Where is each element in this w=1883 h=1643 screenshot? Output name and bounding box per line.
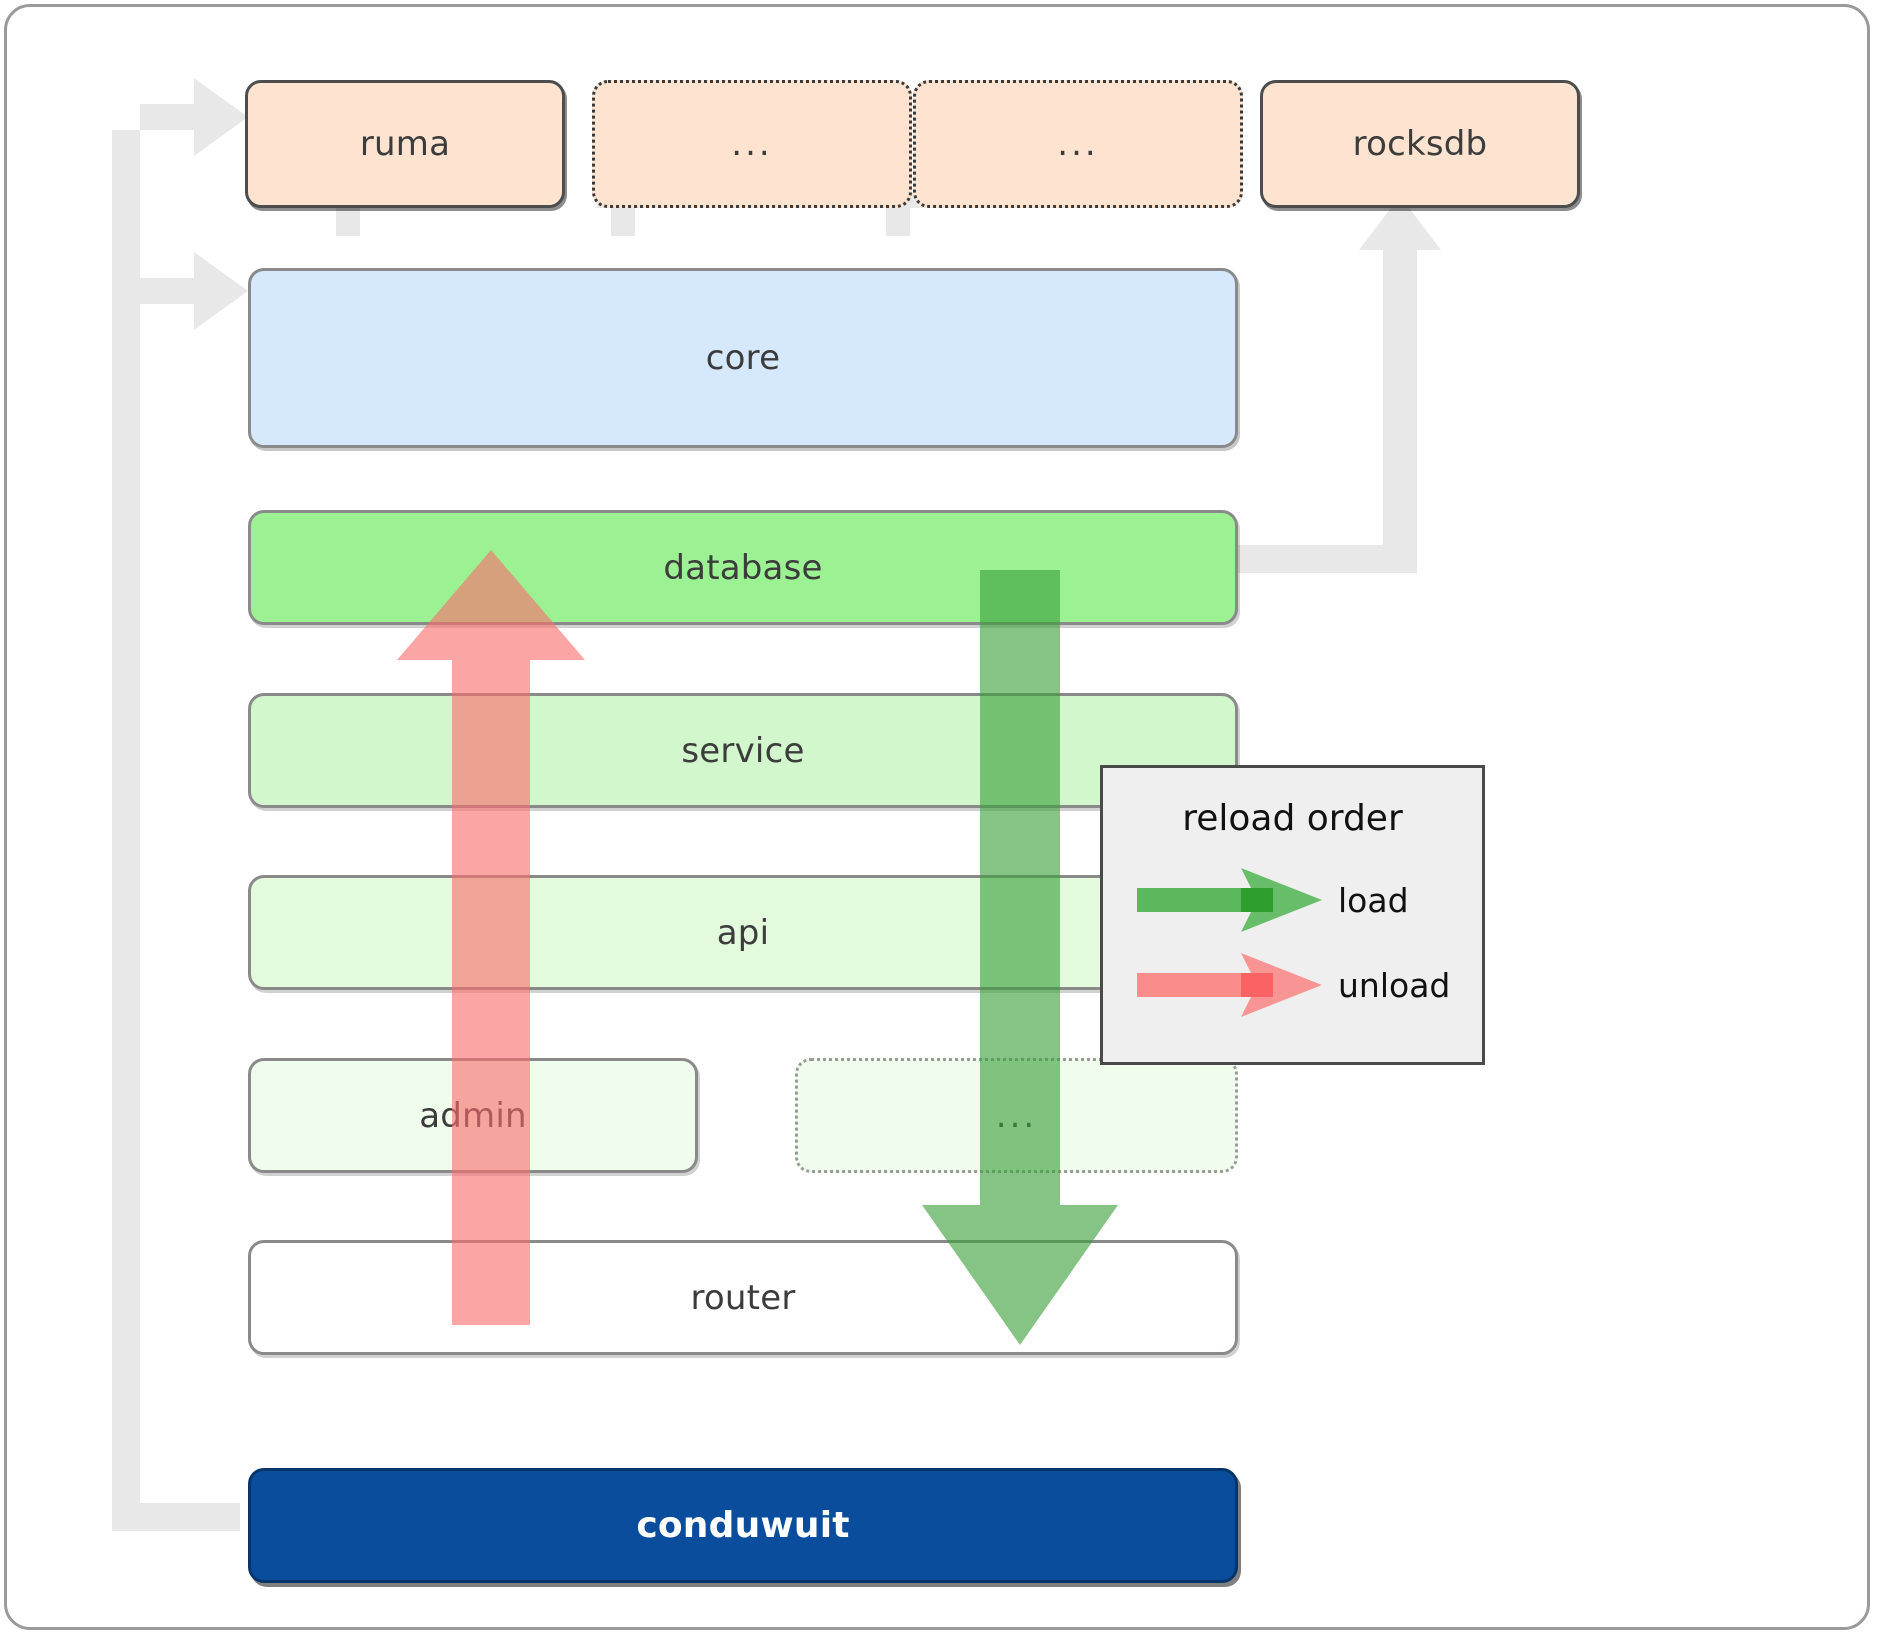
- module-label: api: [716, 912, 770, 953]
- legend-entry-load: load: [1137, 868, 1467, 932]
- diagram-frame: [4, 4, 1870, 1630]
- module-label: service: [681, 730, 805, 771]
- dependency-box-placeholder-1[interactable]: ...: [592, 80, 912, 208]
- dependency-label: ...: [731, 124, 773, 164]
- module-box-database[interactable]: database: [248, 510, 1238, 625]
- module-label: database: [663, 547, 823, 588]
- module-label: admin: [419, 1095, 527, 1136]
- module-box-router[interactable]: router: [248, 1240, 1238, 1355]
- legend-title: reload order: [1182, 798, 1403, 839]
- legend-label-load: load: [1338, 880, 1409, 920]
- binary-box-conduwuit[interactable]: conduwuit: [248, 1468, 1238, 1583]
- module-label: ...: [995, 1095, 1038, 1136]
- unload-arrow-icon: [1137, 953, 1322, 1017]
- dependency-label: rocksdb: [1352, 124, 1488, 164]
- module-label: router: [690, 1277, 796, 1318]
- dependency-box-placeholder-2[interactable]: ...: [913, 80, 1243, 208]
- module-label: core: [705, 338, 781, 378]
- dependency-box-rocksdb[interactable]: rocksdb: [1260, 80, 1580, 208]
- binary-label: conduwuit: [636, 1505, 850, 1546]
- legend-panel: reload order load unload: [1100, 765, 1485, 1065]
- load-arrow-icon: [1137, 868, 1322, 932]
- module-box-placeholder[interactable]: ...: [795, 1058, 1238, 1173]
- dependency-box-ruma[interactable]: ruma: [245, 80, 565, 208]
- dependency-label: ruma: [359, 124, 451, 164]
- module-box-admin[interactable]: admin: [248, 1058, 698, 1173]
- dependency-label: ...: [1057, 124, 1099, 164]
- legend-label-unload: unload: [1338, 965, 1451, 1005]
- module-box-service[interactable]: service: [248, 693, 1238, 808]
- legend-entry-unload: unload: [1137, 953, 1467, 1017]
- module-box-core[interactable]: core: [248, 268, 1238, 448]
- module-box-api[interactable]: api: [248, 875, 1238, 990]
